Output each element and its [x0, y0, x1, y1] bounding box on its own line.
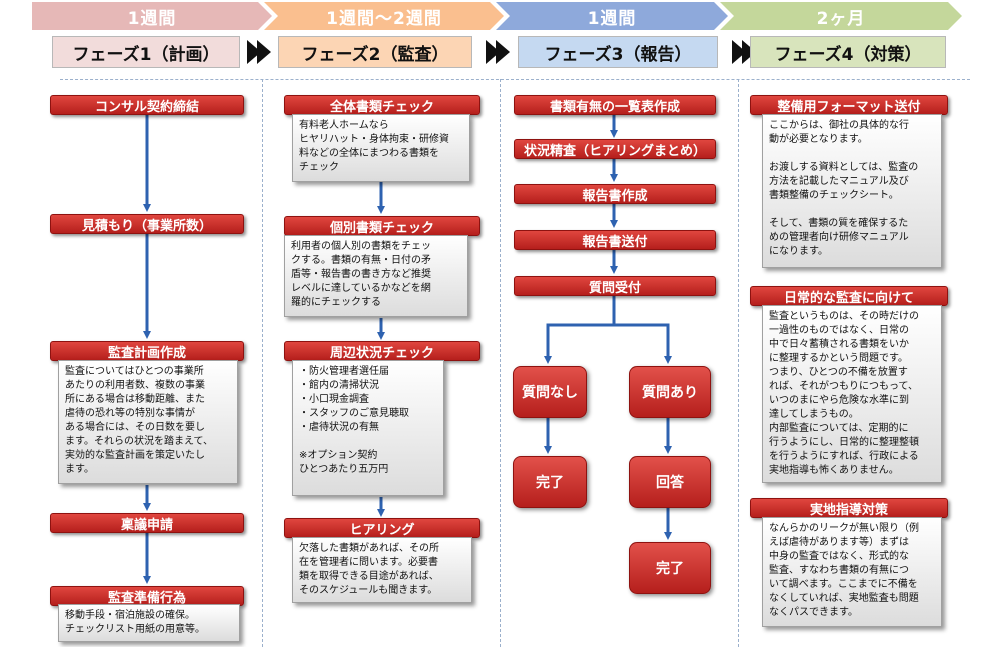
duration-phase2: 1週間〜2週間 [264, 2, 504, 30]
step-surroundings-check: 周辺状況チェック [284, 341, 480, 361]
duration-phase1: 1週間 [32, 2, 272, 30]
step-estimate: 見積もり（事業所数） [50, 214, 244, 234]
note-audit-plan: 監査についてはひとつの事業所 あたりの利用者数、複数の事業 所にある場合は移動距… [58, 360, 238, 484]
step-format-delivery: 整備用フォーマット送付 [750, 95, 948, 115]
note-daily-audit: 監査というものは、その時だけの 一過性のものではなく、日常の 中で日々蓄積される… [762, 305, 942, 483]
header-divider [60, 79, 970, 80]
phase-header-2: フェーズ2（監査） [278, 36, 472, 68]
chevron-right-icon [486, 40, 510, 64]
box-no-questions: 質問なし [513, 366, 587, 418]
step-report-delivery: 報告書送付 [514, 230, 716, 250]
column-divider-1 [262, 79, 263, 647]
note-format-delivery: ここからは、御社の具体的な行 動が必要となります。 お渡しする資料としては、監査… [762, 114, 942, 268]
step-document-list: 書類有無の一覧表作成 [514, 95, 716, 115]
step-audit-plan: 監査計画作成 [50, 341, 244, 361]
note-overall-document-check: 有料老人ホームなら ヒヤリハット・身体拘束・研修資 料などの全体にまつわる書類を… [292, 114, 470, 182]
phase-header-3: フェーズ3（報告） [518, 36, 718, 68]
step-report-creation: 報告書作成 [514, 184, 716, 204]
phase-header-1: フェーズ1（計画） [52, 36, 240, 68]
step-consulting-contract: コンサル契約締結 [50, 95, 244, 115]
phase-header-4: フェーズ4（対策） [750, 36, 946, 68]
step-individual-document-check: 個別書類チェック [284, 216, 480, 236]
duration-phase4: 2ヶ月 [720, 2, 962, 30]
note-audit-preparation: 移動手段・宿泊施設の確保。 チェックリスト用紙の用意等。 [58, 604, 240, 642]
step-overall-document-check: 全体書類チェック [284, 95, 480, 115]
step-hearing: ヒアリング [284, 518, 480, 538]
box-complete-after-answer: 完了 [629, 542, 711, 594]
chevron-right-icon [247, 40, 271, 64]
step-audit-preparation: 監査準備行為 [50, 586, 244, 606]
box-complete-no-questions: 完了 [513, 456, 587, 508]
step-onsite-inspection: 実地指導対策 [750, 498, 948, 518]
duration-phase3: 1週間 [496, 2, 728, 30]
step-question-reception: 質問受付 [514, 276, 716, 296]
step-approval-request: 稟議申請 [50, 513, 244, 533]
box-has-questions: 質問あり [629, 366, 711, 418]
note-individual-document-check: 利用者の個人別の書類をチェッ クする。書類の有無・日付の矛 盾等・報告書の書き方… [284, 235, 468, 317]
box-answer: 回答 [629, 456, 711, 508]
column-divider-2 [500, 79, 501, 647]
note-onsite-inspection: なんらかのリークが無い限り（例 えば虐待があります等）まずは 中身の監査ではなく… [762, 517, 942, 627]
step-situation-review: 状況精査（ヒアリングまとめ） [514, 139, 716, 159]
step-daily-audit: 日常的な監査に向けて [750, 286, 948, 306]
column-divider-3 [738, 79, 739, 647]
note-surroundings-check: ・防火管理者選任届 ・館内の清掃状況 ・小口現金調査 ・スタッフのご意見聴取 ・… [292, 360, 444, 496]
note-hearing: 欠落した書類があれば、その所 在を管理者に問います。必要書 類を取得できる目途が… [292, 537, 472, 603]
